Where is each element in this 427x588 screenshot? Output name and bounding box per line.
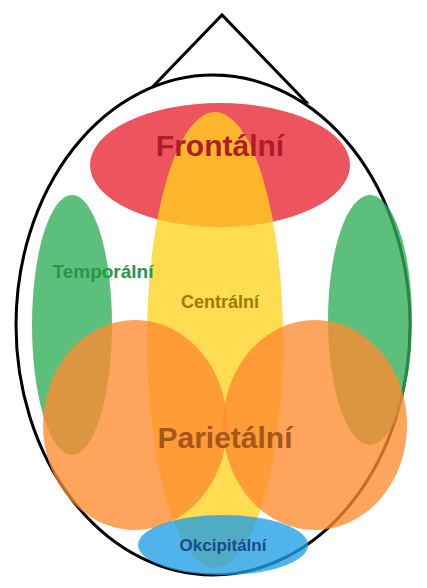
occipital-lobe-ellipse [138, 515, 308, 575]
lobe-label: Okcipitální [180, 537, 267, 556]
lobe-label: Temporální [53, 262, 154, 283]
lobe-label: Parietální [157, 421, 292, 454]
parietal-lobe: Parietální [43, 320, 407, 532]
occipital-lobe: Okcipitální [136, 514, 310, 576]
lobe-label: Frontální [156, 129, 284, 162]
lobe-label: Centrální [181, 293, 259, 313]
